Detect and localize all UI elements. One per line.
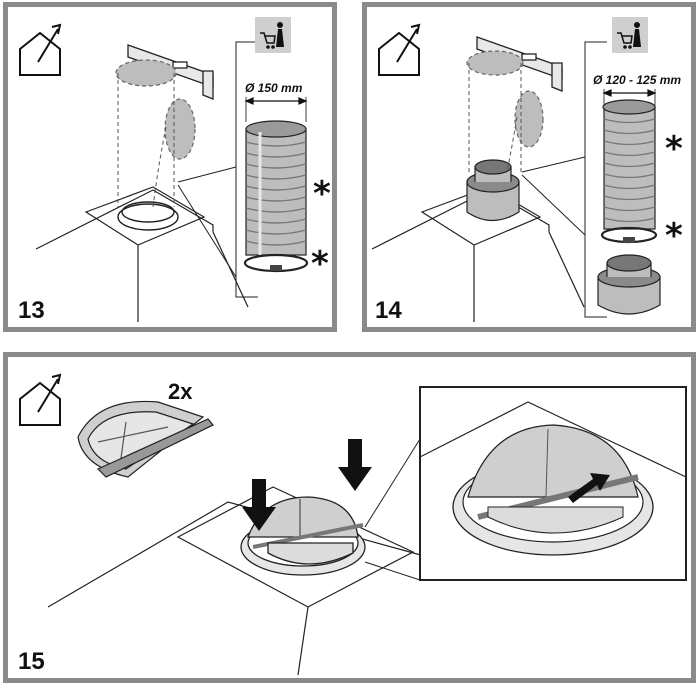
- flexible-duct-125: [600, 99, 658, 244]
- callout-frame: [177, 41, 258, 298]
- diameter-arrow: [602, 89, 657, 107]
- step-15-drawing: [19, 373, 687, 676]
- diameter-label: Ø 150 mm: [245, 81, 303, 95]
- house-outlet-icon: [19, 23, 62, 76]
- hood-body: [35, 186, 249, 322]
- duct-openings: [466, 50, 544, 148]
- step-14-panel: Ø 120 - 125 mm * * 14: [362, 2, 696, 332]
- outlet-collar: [117, 201, 179, 231]
- marker-clamp: *: [311, 244, 329, 284]
- diameter-arrow: [244, 97, 308, 122]
- step-13-drawing: [19, 17, 309, 322]
- callout-frame: [521, 41, 607, 318]
- reducer-adapter: [597, 254, 661, 315]
- guide-lines: [468, 63, 522, 173]
- reducer-fitted: [466, 159, 520, 222]
- hood-body: [47, 486, 429, 676]
- shopping-cart-person-icon: [612, 17, 648, 53]
- step-number: 14: [375, 297, 402, 324]
- marker-clamp: *: [665, 216, 683, 256]
- step-13-panel: Ø 150 mm * * 13: [3, 2, 337, 332]
- step-number: 15: [18, 648, 45, 675]
- house-outlet-icon: [19, 373, 62, 426]
- step-15-panel: 2x 15: [3, 352, 696, 683]
- marker-duct: *: [665, 129, 683, 169]
- flexible-duct-150: [243, 120, 309, 273]
- step-number: 13: [18, 297, 45, 324]
- detail-inset: [419, 386, 687, 581]
- duct-openings: [115, 59, 196, 160]
- quantity-label: 2x: [168, 379, 193, 404]
- shopping-cart-person-icon: [255, 17, 291, 53]
- marker-duct: *: [313, 174, 331, 214]
- push-down-arrow-icon: [242, 439, 372, 531]
- zoom-lines: [364, 438, 421, 581]
- backdraft-flap-loose: [77, 400, 214, 478]
- step-14-drawing: [371, 17, 661, 322]
- house-outlet-icon: [378, 23, 421, 76]
- guide-lines: [117, 73, 175, 208]
- diameter-label: Ø 120 - 125 mm: [593, 73, 682, 87]
